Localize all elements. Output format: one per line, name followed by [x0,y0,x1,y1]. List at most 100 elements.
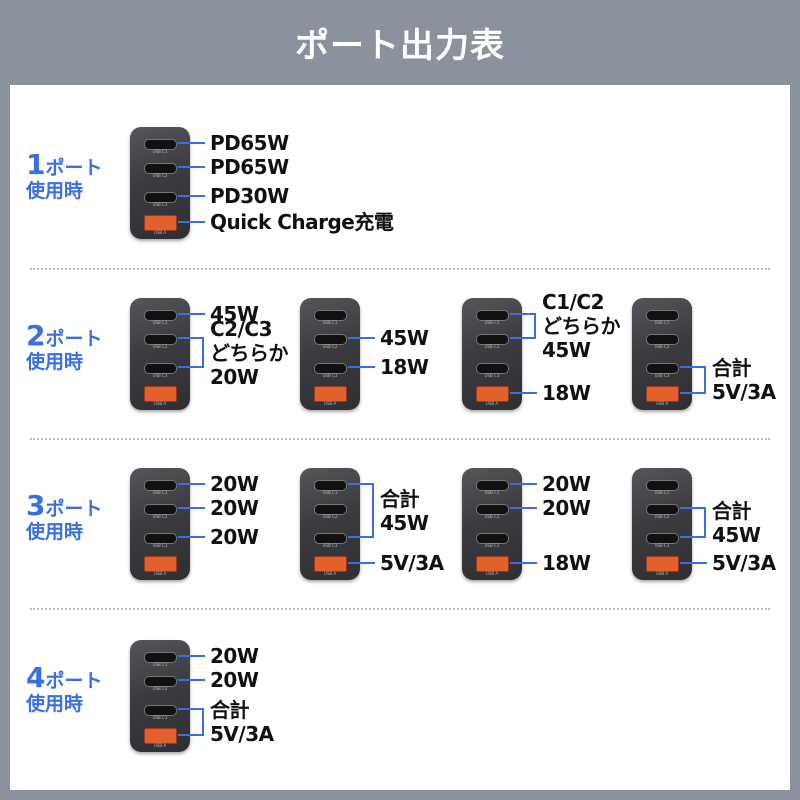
usb-c-port [476,479,509,491]
usb-c-port [476,362,509,374]
usage-label: 使用時 [26,521,84,544]
port-label: USB C3 [484,372,500,378]
usb-a-port [646,556,679,572]
port-label: USB A [153,230,167,235]
output-label: 18W [380,355,429,379]
row-divider [30,438,770,440]
usb-c-port [314,532,347,544]
port-label: USB A [323,571,337,576]
row-label-3-port: 3ポート使用時 [26,489,103,544]
connector-line [510,483,537,485]
connector-line [178,221,205,223]
bracket-line [348,483,374,485]
usb-c-port [144,362,177,374]
connector-line [510,392,537,394]
bracket-line [680,392,706,394]
usb-c-port [646,503,679,515]
output-label: 合計 [712,498,752,523]
usb-c-port [314,309,347,321]
output-label: 18W [542,381,591,405]
row-divider [30,268,770,270]
connector-line [178,507,205,509]
port-label: USB A [153,743,167,748]
port-label: USB C3 [152,372,168,378]
output-label: 20W [210,496,259,520]
port-label: USB C3 [152,201,168,207]
row-label-2-port: 2ポート使用時 [26,319,103,374]
port-count: 3 [26,489,46,522]
port-label: USB C2 [152,513,168,519]
usb-c-port [144,162,177,174]
output-label: 45W [380,326,429,350]
output-label: 20W [542,496,591,520]
output-label: 20W [542,472,591,496]
bracket-line [510,337,536,339]
connector-line [680,562,707,564]
usage-label: 使用時 [26,180,84,203]
output-label: Quick Charge充電 [210,210,394,234]
usb-c-port [144,333,177,345]
usb-c-port [646,333,679,345]
bracket-line [680,366,706,368]
bracket-line [348,536,374,538]
usage-label: 使用時 [26,351,84,374]
output-label: 20W [210,472,259,496]
connector-line [178,195,205,197]
output-label: 45W [712,522,761,547]
usb-c-port [144,191,177,203]
usb-c-port [646,479,679,491]
connector-line [178,166,205,168]
port-label: USB C1 [152,319,168,325]
port-label: USB C2 [152,172,168,178]
port-count: 1 [26,148,46,181]
output-label: 20W [210,668,259,692]
port-label: USB C3 [152,542,168,548]
output-label: PD65W [210,155,289,179]
usb-c-port [144,503,177,515]
port-label: USB C2 [654,343,670,349]
connector-line [178,536,205,538]
port-label: USB A [655,571,669,576]
usb-c-port [646,362,679,374]
connector-line [178,313,205,315]
port-label: USB C3 [322,372,338,378]
usb-c-port [314,503,347,515]
port-label: USB A [323,401,337,406]
bracket-line [178,734,204,736]
output-label: 20W [210,525,259,549]
usb-a-port [144,728,177,744]
output-label: C2/C3 [210,316,273,341]
port-label: USB A [485,571,499,576]
bracket-line [372,483,374,538]
port-label: USB C1 [654,319,670,325]
bracket-line [202,708,204,736]
port-suffix: ポート [45,670,103,692]
bracket-line [680,507,706,509]
port-label: USB C2 [152,685,168,691]
row-divider [30,608,770,610]
usb-c-port [476,333,509,345]
bracket-line [680,536,706,538]
connector-line [178,655,205,657]
output-label: 20W [210,364,259,389]
port-label: USB A [655,401,669,406]
output-label: 5V/3A [210,722,274,746]
output-label: 合計 [380,486,420,511]
connector-line [178,483,205,485]
port-label: USB C2 [484,343,500,349]
port-label: USB C1 [484,319,500,325]
port-suffix: ポート [45,157,103,179]
port-label: USB C1 [152,148,168,154]
port-label: USB C1 [152,489,168,495]
row-label-4-port: 4ポート使用時 [26,661,103,716]
connector-line [348,562,375,564]
usb-c-port [314,362,347,374]
port-label: USB C2 [322,513,338,519]
page-title: ポート出力表 [295,26,505,66]
usb-a-port [314,386,347,402]
connector-line [510,507,537,509]
port-label: USB C3 [654,372,670,378]
